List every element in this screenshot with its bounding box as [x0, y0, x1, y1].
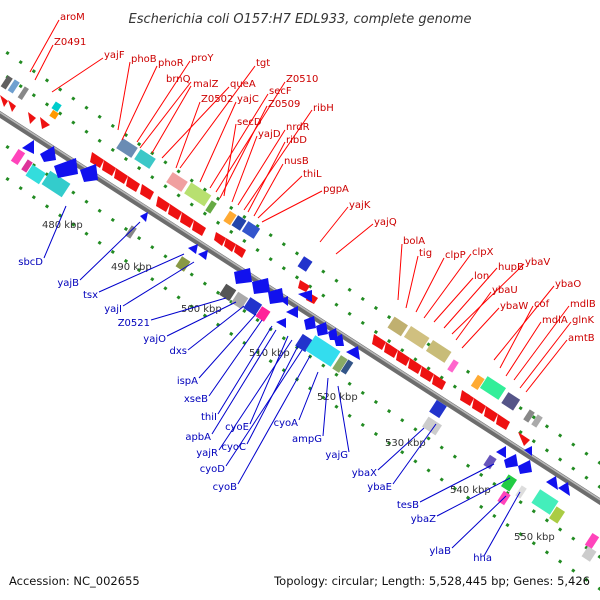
scale-labels: 480 kbp 490 kbp 500 kbp 510 kbp 520 kbp … — [42, 220, 555, 543]
gene-label: malZ — [193, 79, 219, 90]
reverse-gene-leaders — [43, 205, 521, 557]
gene-label: yajG — [325, 450, 348, 461]
scale-label: 500 kbp — [181, 304, 222, 315]
gene-label: brnQ — [166, 74, 191, 85]
gene-label: phoB — [131, 54, 157, 65]
gene-label: yajI — [104, 304, 122, 315]
gene-label: yajK — [349, 200, 371, 211]
gene-label: dxs — [170, 346, 187, 357]
topology-text: Topology: circular; Length: 5,528,445 bp… — [273, 574, 590, 588]
gene-label: Z0491 — [54, 37, 86, 48]
gene-label: clpP — [445, 250, 466, 261]
gene-label: cyoE — [225, 422, 249, 433]
gene-label: sbcD — [18, 257, 43, 268]
gene-label: cyoA — [274, 418, 299, 429]
gene-label: secF — [269, 86, 292, 97]
gene-label: pgpA — [323, 184, 349, 195]
scale-label: 510 kbp — [249, 348, 290, 359]
gene-label: ribD — [286, 135, 307, 146]
gene-label: yajB — [57, 278, 79, 289]
gene-label: Z0502 — [201, 94, 233, 105]
reverse-gene-labels: sbcD yajB tsx yajI Z0521 yajO dxs ispA x… — [18, 257, 492, 564]
gene-label: yajQ — [374, 217, 397, 228]
forward-gene-leaders — [29, 19, 572, 393]
reverse-strand-features — [10, 140, 600, 562]
gene-label: ampG — [292, 434, 322, 445]
gene-label: ybaW — [500, 301, 528, 312]
gene-label: queA — [230, 79, 256, 90]
gene-label: tsx — [83, 290, 98, 301]
gene-label: secD — [237, 117, 262, 128]
gene-label: thiI — [201, 412, 217, 423]
gene-label: amtB — [568, 333, 595, 344]
gene-label: phoR — [158, 58, 184, 69]
gene-label: hupB — [498, 262, 524, 273]
forward-gene-labels: aroM Z0491 yajF phoB phoR proY brnQ malZ… — [54, 12, 596, 344]
gene-label: cyoB — [213, 482, 238, 493]
gene-label: xseB — [184, 394, 208, 405]
gene-label: glnK — [572, 315, 594, 326]
gene-label: ybaZ — [411, 514, 436, 525]
gene-label: tig — [419, 248, 432, 259]
gene-label: tesB — [397, 500, 419, 511]
gene-label: Z0509 — [268, 99, 300, 110]
accession-text: Accession: NC_002655 — [9, 574, 140, 588]
gene-label: ybaX — [352, 468, 377, 479]
gene-label: cyoD — [200, 464, 226, 475]
scale-label: 540 kbp — [450, 485, 491, 496]
gene-label: mdlB — [570, 299, 596, 310]
gene-label: thiL — [303, 169, 322, 180]
gene-label: yajD — [258, 129, 281, 140]
scale-label: 520 kbp — [317, 392, 358, 403]
gene-label: ybaV — [525, 257, 550, 268]
gene-label: ribH — [313, 103, 334, 114]
scale-label: 530 kbp — [385, 438, 426, 449]
gene-label: aroM — [60, 12, 85, 23]
gene-label: ybaU — [492, 285, 518, 296]
gene-label: proY — [191, 53, 214, 64]
gene-label: hha — [473, 553, 492, 564]
gene-label: ybaO — [555, 279, 581, 290]
gene-label: yajC — [237, 94, 259, 105]
gene-label: Z0521 — [118, 318, 150, 329]
gene-label: bolA — [403, 236, 425, 247]
gene-label: clpX — [472, 247, 494, 258]
gene-label: Z0510 — [286, 74, 318, 85]
gene-label: tgt — [256, 58, 270, 69]
gene-label: mdlA — [542, 315, 568, 326]
map-title: Escherichia coli O157:H7 EDL933, complet… — [129, 12, 472, 27]
scale-label: 550 kbp — [514, 532, 555, 543]
scale-label: 480 kbp — [42, 220, 83, 231]
gene-label: yajO — [143, 334, 166, 345]
gene-label: yajR — [196, 448, 218, 459]
gene-label: ispA — [177, 376, 198, 387]
gene-label: apbA — [185, 432, 211, 443]
gene-label: nusB — [284, 156, 309, 167]
gene-label: cyoC — [221, 442, 246, 453]
forward-strand-features — [0, 75, 543, 446]
gene-label: cof — [534, 299, 550, 310]
minor-ticks — [0, 46, 600, 591]
gene-label: yajF — [104, 50, 125, 61]
gene-label: ylaB — [429, 546, 451, 557]
scale-label: 490 kbp — [111, 262, 152, 273]
gene-label: lon — [474, 271, 489, 282]
gene-label: ybaE — [367, 482, 392, 493]
gene-label: nrdR — [286, 122, 310, 133]
